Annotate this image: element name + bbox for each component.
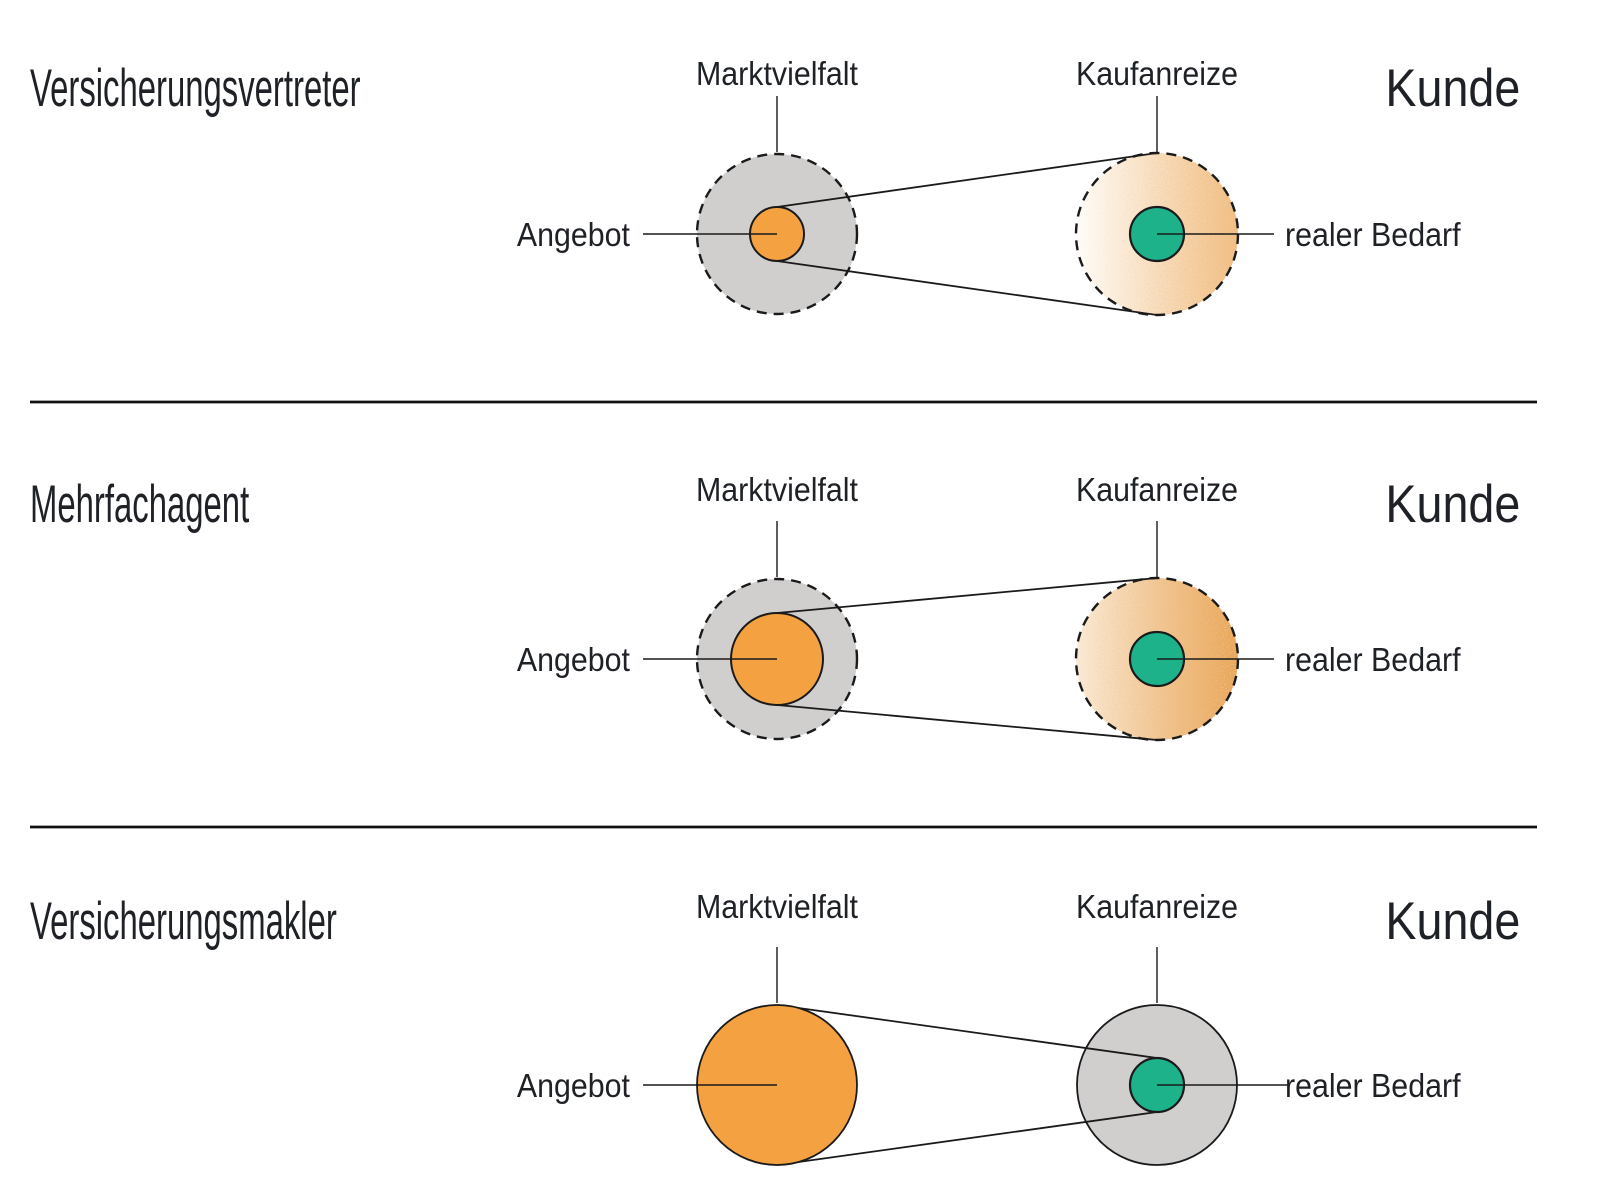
row1-offer-label: Angebot	[516, 216, 630, 253]
row2-customer-label: Kunde	[1385, 475, 1520, 534]
row1-cone-line-top	[776, 152, 1158, 208]
row3-graphics	[643, 947, 1288, 1166]
row1-incentive-label: Kaufanreize	[1075, 55, 1239, 92]
row1-title: Versicherungsvertreter	[30, 59, 361, 118]
row2-offer-label: Angebot	[516, 641, 630, 678]
row2-need-label: realer Bedarf	[1285, 641, 1461, 678]
row2-graphics	[643, 521, 1274, 742]
row3-title: Versicherungsmakler	[30, 892, 337, 951]
row3-market-label: Marktvielfalt	[696, 888, 858, 925]
row1-market-label: Marktvielfalt	[696, 55, 858, 92]
row2-cone-line-top	[776, 577, 1158, 614]
row3-customer-label: Kunde	[1385, 892, 1520, 951]
row3-offer-label: Angebot	[516, 1067, 630, 1104]
row3-cone-line-top	[776, 1004, 1158, 1059]
row2-incentive-label: Kaufanreize	[1075, 471, 1239, 508]
row3-cone-line-bottom	[776, 1111, 1158, 1166]
row1-cone-line-bottom	[776, 260, 1158, 316]
row1-need-label: realer Bedarf	[1285, 216, 1461, 253]
row1-graphics	[643, 96, 1274, 317]
row3-incentive-label: Kaufanreize	[1075, 888, 1239, 925]
row3-need-label: realer Bedarf	[1285, 1067, 1461, 1104]
row2-market-label: Marktvielfalt	[696, 471, 858, 508]
row2-title: Mehrfachagent	[30, 475, 250, 534]
row1-customer-label: Kunde	[1385, 59, 1520, 118]
row2-cone-line-bottom	[776, 704, 1158, 741]
